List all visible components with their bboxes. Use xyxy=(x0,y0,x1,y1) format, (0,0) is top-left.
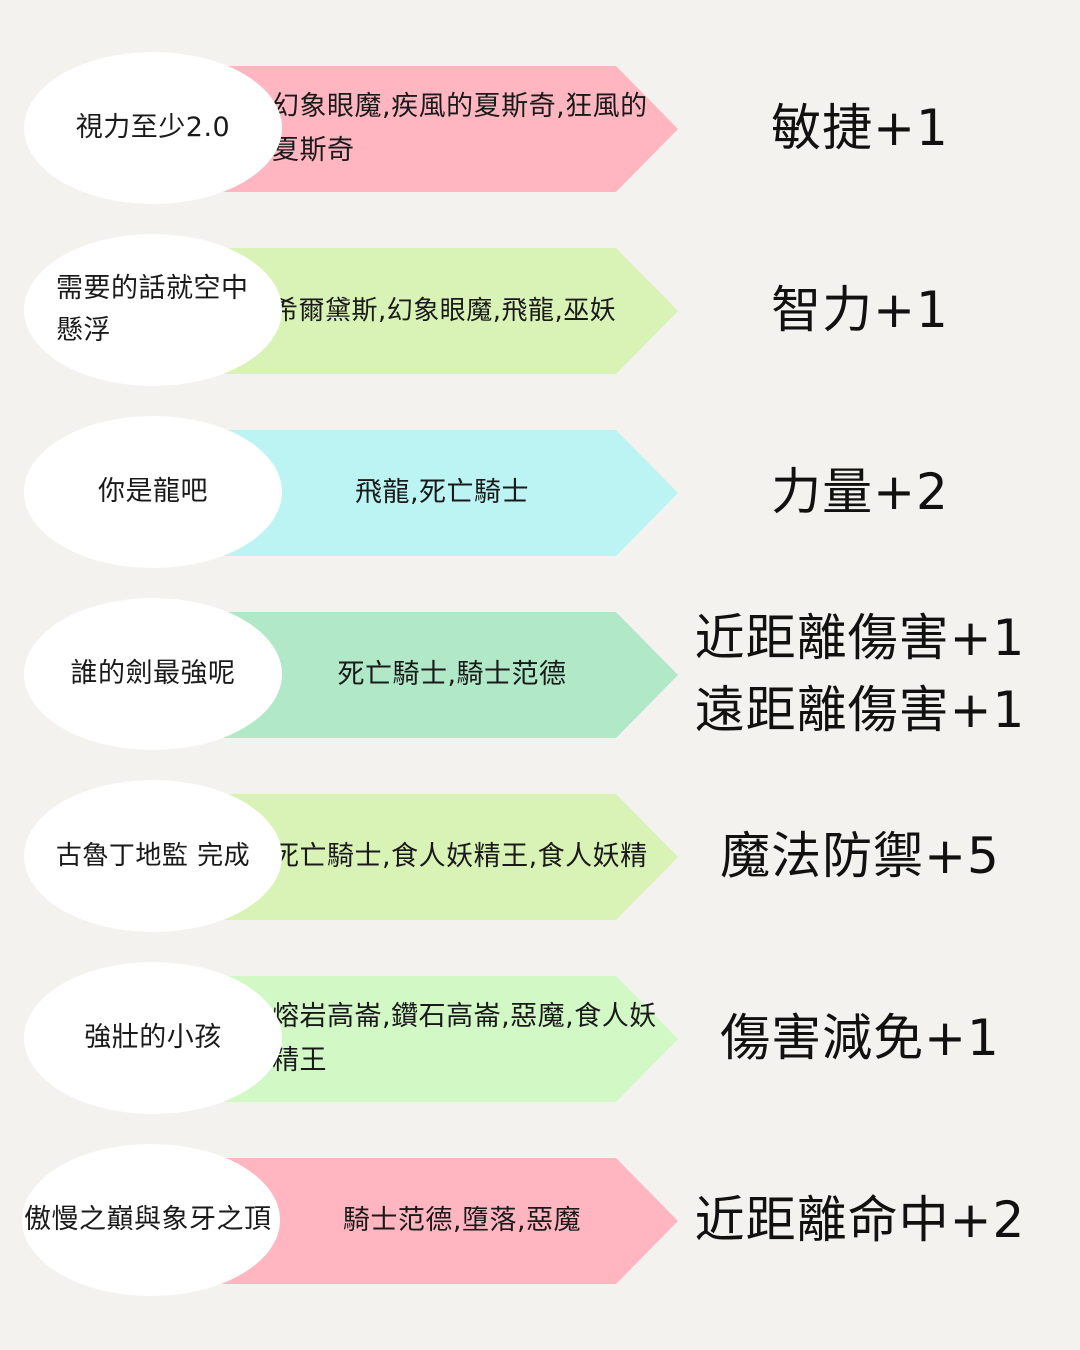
bonus-reward: 傷害減免+1 xyxy=(680,962,1040,1114)
monster-arrow xyxy=(222,612,678,738)
bonus-text: 傷害減免+1 xyxy=(720,1009,1000,1067)
achievement-row: 飛龍,死亡騎士 你是龍吧 力量+2 xyxy=(0,416,1080,576)
monster-list-text: 希爾黛斯,幻象眼魔,飛龍,巫妖 xyxy=(272,296,617,326)
monster-list-text: 死亡騎士,食人妖精王,食人妖精 xyxy=(272,841,648,872)
bonus-reward: 敏捷+1 xyxy=(680,52,1040,204)
monster-arrow xyxy=(222,430,678,556)
condition-text: 傲慢之巔與象牙之頂 xyxy=(24,1204,272,1235)
condition-text: 誰的劍最強呢 xyxy=(70,658,236,689)
bonus-reward: 力量+2 xyxy=(680,416,1040,568)
bonus-reward: 近距離傷害+1 遠距離傷害+1 xyxy=(680,598,1040,750)
monster-arrow xyxy=(222,976,678,1102)
condition-text: 視力至少2.0 xyxy=(75,112,231,143)
monster-list: 飛龍,死亡騎士 xyxy=(272,430,612,556)
bonus-text: 遠距離傷害+1 xyxy=(694,681,1026,739)
bonus-text: 魔法防禦+5 xyxy=(720,827,1000,885)
monster-arrow xyxy=(222,66,678,192)
monster-list-text: 死亡騎士,騎士范德 xyxy=(337,659,567,690)
monster-list-text: 熔岩高崙,鑽石高崙,惡魔,食人妖精王 xyxy=(272,1001,657,1076)
achievement-row: 希爾黛斯,幻象眼魔,飛龍,巫妖 需要的話就空中懸浮 智力+1 xyxy=(0,234,1080,394)
bonus-reward: 智力+1 xyxy=(680,234,1040,386)
condition-text: 需要的話就空中懸浮 xyxy=(56,273,249,346)
bonus-text: 近距離傷害+1 xyxy=(694,609,1026,667)
monster-list: 幻象眼魔,疾風的夏斯奇,狂風的夏斯奇 xyxy=(272,66,684,192)
achievement-row: 死亡騎士,食人妖精王,食人妖精 古魯丁地監 完成 魔法防禦+5 xyxy=(0,780,1080,940)
bonus-reward: 魔法防禦+5 xyxy=(680,780,1040,932)
monster-list-text: 騎士范德,墮落,惡魔 xyxy=(342,1205,582,1236)
monster-arrow xyxy=(222,248,678,374)
condition-ellipse: 你是龍吧 xyxy=(24,416,282,568)
condition-ellipse: 強壯的小孩 xyxy=(24,962,282,1114)
achievement-row: 死亡騎士,騎士范德 誰的劍最強呢 近距離傷害+1 遠距離傷害+1 xyxy=(0,598,1080,758)
condition-text: 古魯丁地監 完成 xyxy=(55,841,251,871)
monster-list: 騎士范德,墮落,惡魔 xyxy=(272,1158,652,1284)
condition-ellipse: 視力至少2.0 xyxy=(24,52,282,204)
achievement-row: 熔岩高崙,鑽石高崙,惡魔,食人妖精王 強壯的小孩 傷害減免+1 xyxy=(0,962,1080,1122)
bonus-text: 近距離命中+2 xyxy=(694,1191,1026,1249)
bonus-reward: 近距離命中+2 xyxy=(680,1144,1040,1296)
condition-ellipse: 傲慢之巔與象牙之頂 xyxy=(22,1144,280,1296)
condition-text: 強壯的小孩 xyxy=(84,1022,222,1053)
bonus-text: 敏捷+1 xyxy=(771,99,949,157)
bonus-text: 智力+1 xyxy=(771,281,949,339)
condition-ellipse: 古魯丁地監 完成 xyxy=(24,780,282,932)
condition-ellipse: 誰的劍最強呢 xyxy=(24,598,282,750)
achievement-row: 幻象眼魔,疾風的夏斯奇,狂風的夏斯奇 視力至少2.0 敏捷+1 xyxy=(0,52,1080,212)
monster-list: 死亡騎士,食人妖精王,食人妖精 xyxy=(272,794,684,920)
condition-ellipse: 需要的話就空中懸浮 xyxy=(24,234,282,386)
monster-list: 熔岩高崙,鑽石高崙,惡魔,食人妖精王 xyxy=(272,976,684,1102)
monster-list: 希爾黛斯,幻象眼魔,飛龍,巫妖 xyxy=(272,248,702,374)
monster-list: 死亡騎士,騎士范德 xyxy=(272,612,632,738)
monster-arrow xyxy=(222,1158,678,1284)
monster-list-text: 飛龍,死亡騎士 xyxy=(354,477,530,508)
monster-arrow xyxy=(222,794,678,920)
achievement-row: 騎士范德,墮落,惡魔 傲慢之巔與象牙之頂 近距離命中+2 xyxy=(0,1144,1080,1304)
monster-list-text: 幻象眼魔,疾風的夏斯奇,狂風的夏斯奇 xyxy=(272,91,648,166)
condition-text: 你是龍吧 xyxy=(98,476,208,507)
bonus-text: 力量+2 xyxy=(771,463,949,521)
